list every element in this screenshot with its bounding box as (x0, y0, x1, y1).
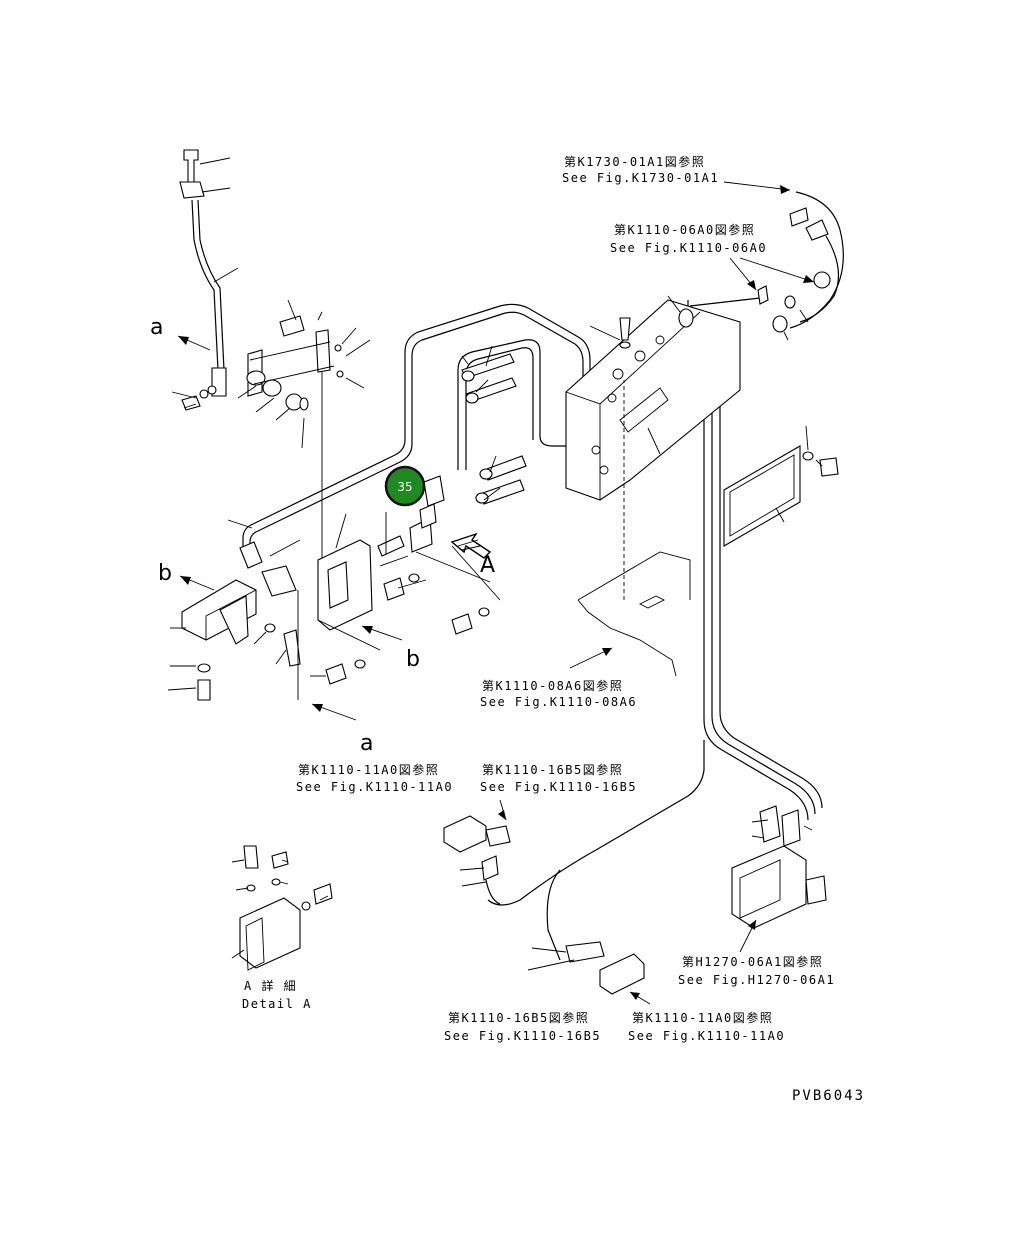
marker-view-a: A (480, 553, 495, 578)
reference-arrows (177, 181, 815, 1005)
callout-badge[interactable]: 35 (384, 465, 426, 507)
cover-plate (723, 445, 801, 547)
ref-k1110-16-top-en: See Fig.K1110-16B5 (480, 780, 637, 794)
detail-a-en: Detail A (242, 997, 312, 1011)
section-markers: a b b a A (150, 315, 495, 756)
ref-h1270-en: See Fig.H1270-06A1 (678, 973, 835, 987)
fittings (461, 207, 839, 505)
reference-labels: 第K1730-01A1図参照 See Fig.K1730-01A1 第K1110… (296, 154, 835, 1043)
ref-k1110-08-en: See Fig.K1110-08A6 (480, 695, 637, 709)
bracket-assembly (181, 475, 490, 701)
detail-a-drawing (239, 845, 333, 971)
marker-a-bottom: a (360, 731, 373, 756)
ref-k1110-16-bottom-en: See Fig.K1110-16B5 (444, 1029, 601, 1043)
marker-b-mid: b (406, 647, 420, 672)
ref-k1110-16-top-jp: 第K1110-16B5図参照 (482, 762, 623, 777)
detail-a-caption: A 詳 細 Detail A (242, 978, 312, 1011)
drawing-code: PVB6043 (792, 1088, 865, 1104)
ref-k1110-16-bottom-jp: 第K1110-16B5図参照 (448, 1010, 589, 1025)
ref-k1110-11-bottom-en: See Fig.K1110-11A0 (628, 1029, 785, 1043)
bottom-connectors (443, 805, 827, 995)
ref-k1730-jp: 第K1730-01A1図参照 (564, 154, 705, 169)
ref-k1110-06-en: See Fig.K1110-06A0 (610, 241, 767, 255)
ref-k1730-en: See Fig.K1730-01A1 (562, 171, 719, 185)
marker-a-top: a (150, 315, 163, 340)
ref-k1110-11-bottom-jp: 第K1110-11A0図参照 (632, 1010, 773, 1025)
valve-block (565, 299, 741, 501)
detail-a-jp: A 詳 細 (244, 978, 297, 993)
ref-h1270-jp: 第H1270-06A1図参照 (682, 954, 823, 969)
leader-lines (167, 157, 823, 971)
ref-k1110-11-left-en: See Fig.K1110-11A0 (296, 780, 453, 794)
callout-circle[interactable] (384, 465, 426, 507)
marker-b-left: b (158, 561, 172, 586)
callout-number[interactable]: 35 (397, 480, 412, 494)
ref-k1110-08-jp: 第K1110-08A6図参照 (482, 678, 623, 693)
lever-assembly (179, 149, 344, 600)
ref-k1110-06-jp: 第K1110-06A0図参照 (614, 222, 755, 237)
floor-plate (577, 380, 691, 677)
ref-k1110-11-left-jp: 第K1110-11A0図参照 (298, 762, 439, 777)
